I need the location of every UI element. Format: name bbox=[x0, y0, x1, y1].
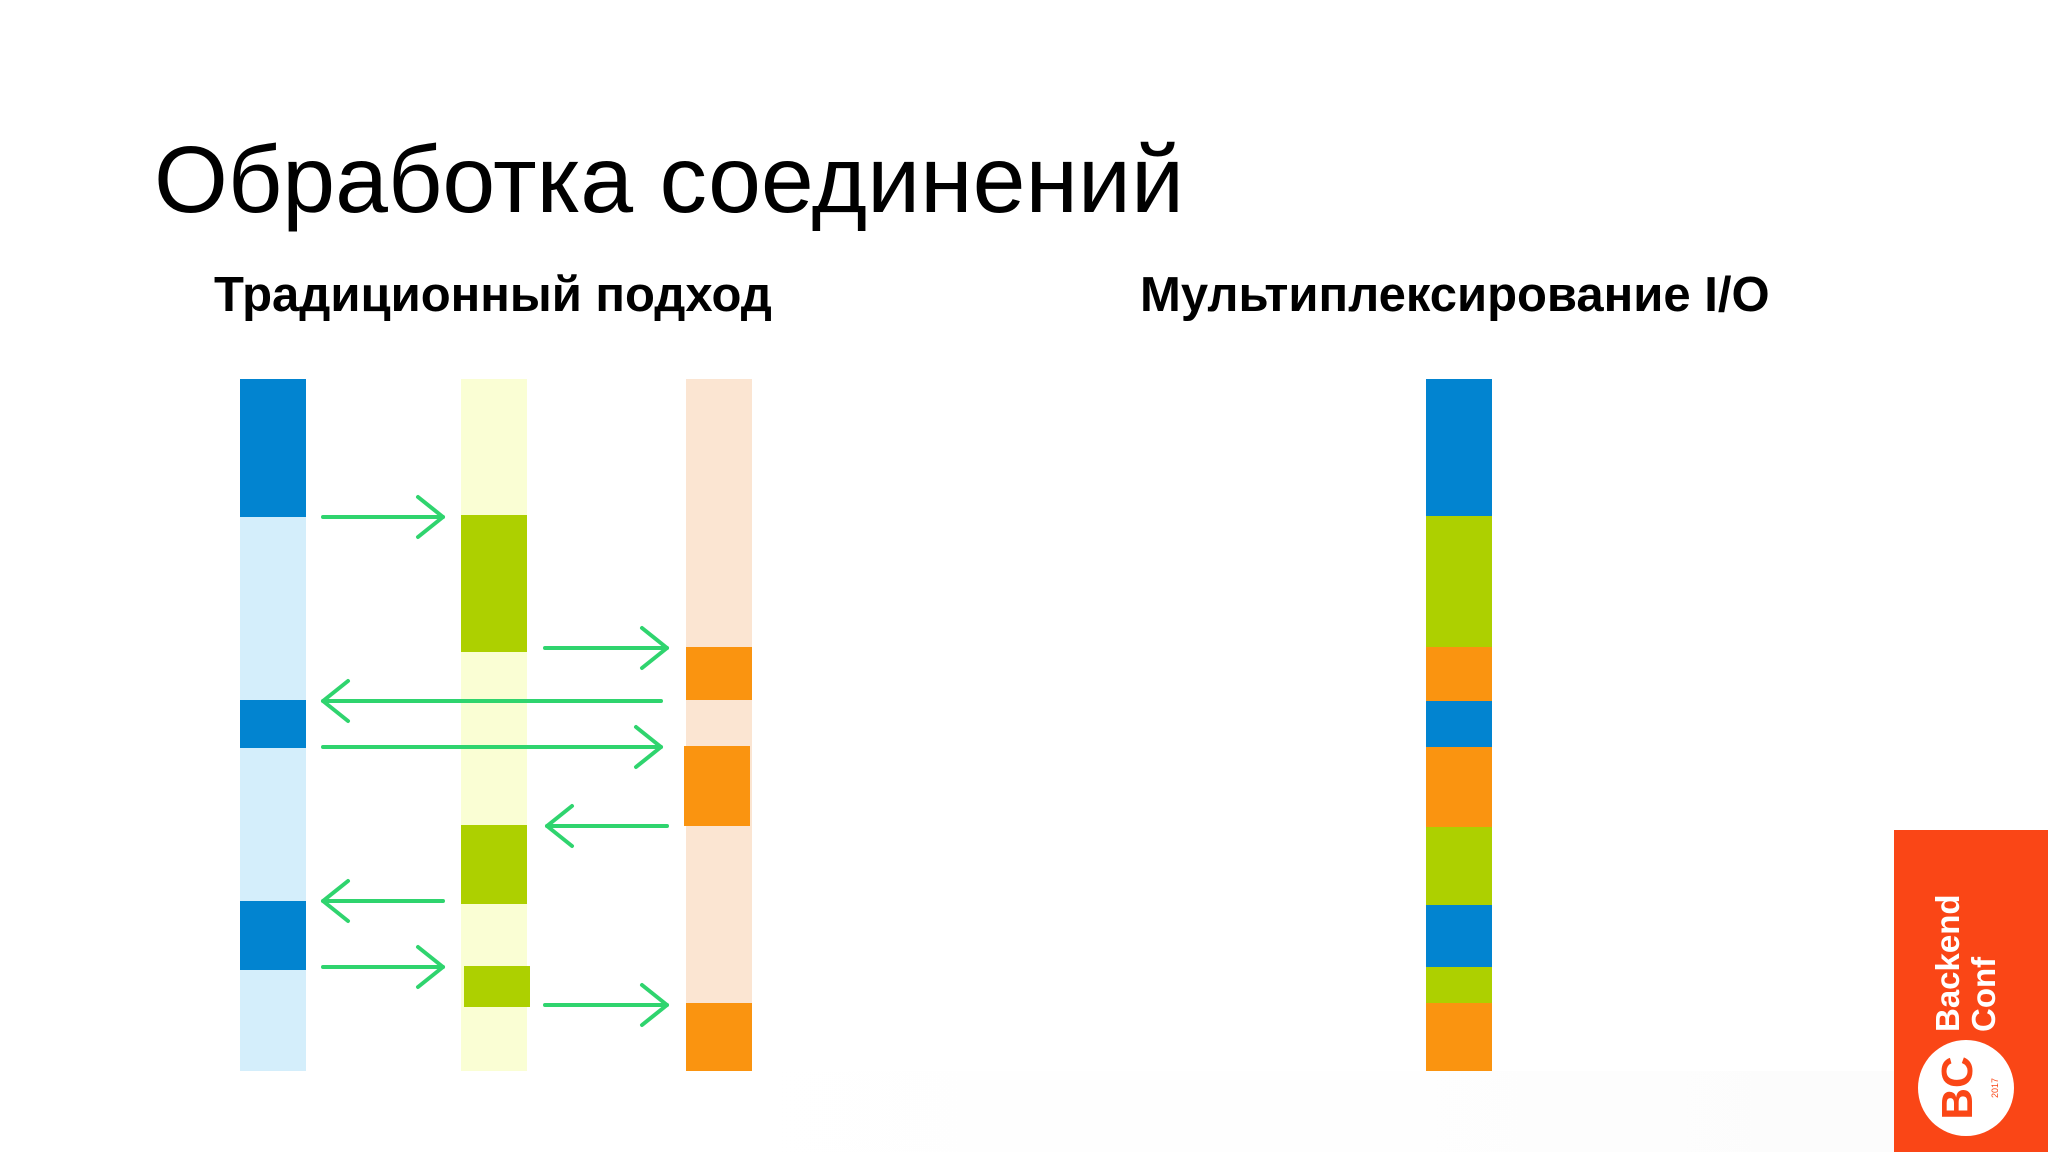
traditional-timeline bbox=[240, 379, 752, 1071]
logo-wordmark: Backend Conf bbox=[1929, 862, 2006, 1042]
db-active-segment bbox=[686, 647, 752, 700]
heading-multiplexing: Мультиплексирование I/O bbox=[1140, 268, 1770, 322]
client-active-segment bbox=[240, 379, 306, 517]
left-arrow-icon bbox=[545, 804, 669, 848]
slide-title: Обработка соединений bbox=[154, 127, 1185, 233]
client-active-segment bbox=[240, 700, 306, 748]
right-arrow-icon bbox=[543, 626, 669, 670]
mux-db-segment bbox=[1426, 747, 1492, 827]
mux-app-segment bbox=[1426, 967, 1492, 1003]
client-active-segment bbox=[240, 901, 306, 970]
db-active-segment bbox=[686, 1003, 752, 1071]
mux-client-segment bbox=[1426, 379, 1492, 516]
heading-traditional: Традиционный подход bbox=[214, 268, 772, 322]
logo-word-conf: Conf bbox=[1965, 956, 2002, 1032]
right-arrow-icon bbox=[321, 945, 445, 989]
mux-app-segment bbox=[1426, 516, 1492, 647]
logo-word-backend: Backend bbox=[1929, 894, 1966, 1032]
logo-badge-year: 2017 bbox=[1990, 1077, 2000, 1099]
right-arrow-icon bbox=[543, 983, 669, 1027]
app-track bbox=[461, 379, 527, 1071]
db-track bbox=[686, 379, 752, 1071]
traditional-arrows bbox=[321, 495, 669, 1027]
bottom-fade bbox=[320, 1071, 1894, 1152]
backend-conf-logo: Backend Conf BC 2017 bbox=[1894, 830, 2048, 1152]
mux-app-segment bbox=[1426, 827, 1492, 905]
app-active-segment bbox=[464, 966, 530, 1007]
app-active-segment bbox=[461, 825, 527, 904]
left-arrow-icon bbox=[321, 679, 663, 723]
left-arrow-icon bbox=[321, 879, 445, 923]
mux-db-segment bbox=[1426, 647, 1492, 701]
mux-client-segment bbox=[1426, 701, 1492, 747]
right-arrow-icon bbox=[321, 725, 663, 769]
logo-badge: BC 2017 bbox=[1918, 1040, 2014, 1136]
app-active-segment bbox=[461, 515, 527, 652]
mux-db-segment bbox=[1426, 1003, 1492, 1071]
multiplexing-timeline bbox=[1426, 379, 1492, 1071]
right-arrow-icon bbox=[321, 495, 445, 539]
mux-client-segment bbox=[1426, 905, 1492, 967]
db-active-segment bbox=[684, 746, 750, 826]
